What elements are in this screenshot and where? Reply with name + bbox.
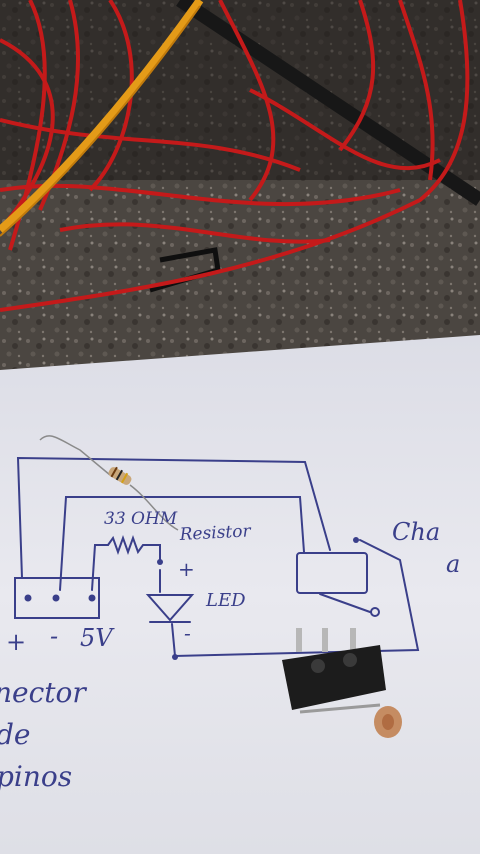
paper-sheet — [0, 335, 480, 854]
resistor-word-label: Resistor — [178, 521, 252, 545]
resistor-symbol — [107, 535, 161, 561]
connector-text-line-3: pinos — [0, 760, 72, 793]
led-label: LED — [205, 590, 246, 611]
chave-label: Cha — [392, 518, 440, 546]
switch-symbol — [296, 552, 368, 594]
micro-switch-component — [282, 628, 402, 738]
connector-voltage-label: 5V — [80, 624, 115, 652]
orange-wire — [0, 0, 204, 234]
resistor-leads — [39, 435, 179, 531]
schematic-drawing — [14, 456, 420, 658]
connector-plus-label: + — [6, 628, 26, 656]
led-minus-label: - — [184, 621, 191, 645]
led-symbol — [145, 594, 195, 622]
led-plus-label: + — [178, 557, 195, 581]
connector-text-line-2: de — [0, 718, 31, 751]
chave-label-2: a — [446, 550, 460, 578]
connector-text-line-1: nector — [0, 676, 87, 709]
connector-minus-label: - — [50, 622, 58, 650]
resistor-value-label: 33 OHM — [104, 509, 178, 529]
connector-box — [14, 577, 100, 619]
